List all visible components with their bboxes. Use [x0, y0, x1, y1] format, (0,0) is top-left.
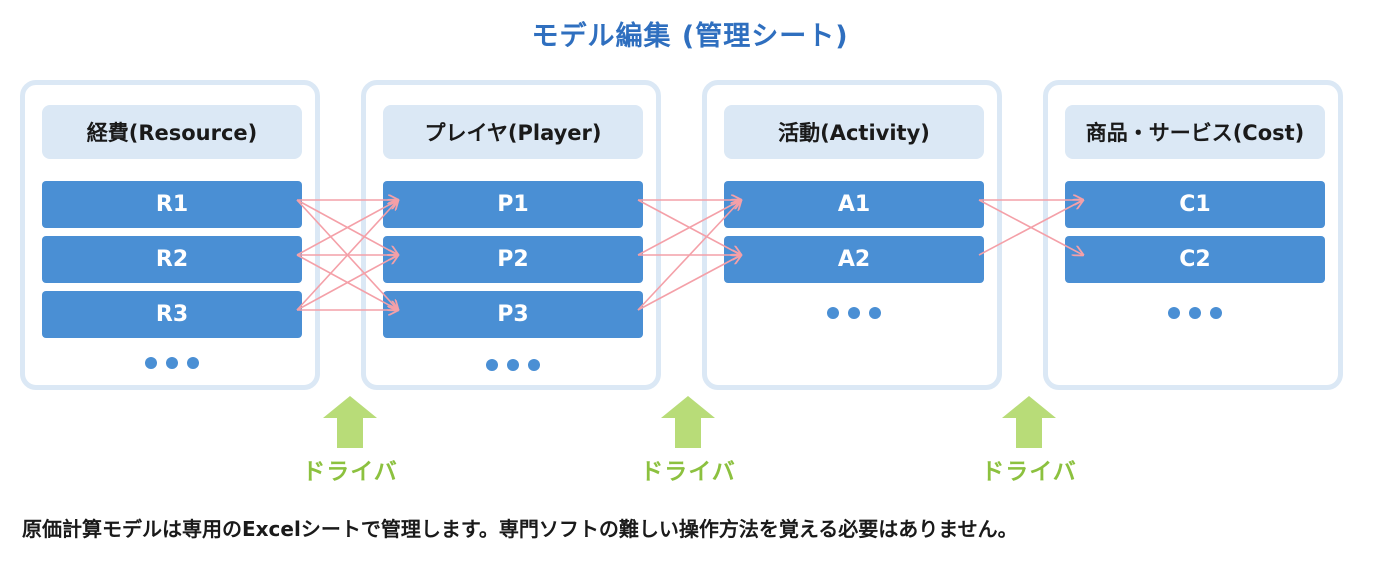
resource-item-r1[interactable]: R1 [42, 181, 302, 228]
activity-more-dots [724, 307, 984, 321]
up-arrow-icon [1002, 396, 1056, 448]
player-header: プレイヤ(Player) [383, 105, 643, 159]
resource-item-r3[interactable]: R3 [42, 291, 302, 338]
player-item-p2[interactable]: P2 [383, 236, 643, 283]
diagram-title: モデル編集 (管理シート) [531, 21, 849, 52]
player-item-p1[interactable]: P1 [383, 181, 643, 228]
up-arrow-icon [661, 396, 715, 448]
cost-panel: 商品・サービス(Cost) C1 C2 [1043, 80, 1343, 390]
activity-item-a1[interactable]: A1 [724, 181, 984, 228]
player-item-p3[interactable]: P3 [383, 291, 643, 338]
cost-item-c2[interactable]: C2 [1065, 236, 1325, 283]
driver-2: ドライバ [628, 396, 748, 486]
resource-item-r2[interactable]: R2 [42, 236, 302, 283]
driver-1: ドライバ [290, 396, 410, 486]
up-arrow-icon [323, 396, 377, 448]
resource-more-dots [42, 357, 302, 371]
cost-item-c1[interactable]: C1 [1065, 181, 1325, 228]
cost-header: 商品・サービス(Cost) [1065, 105, 1325, 159]
activity-panel: 活動(Activity) A1 A2 [702, 80, 1002, 390]
driver-label: ドライバ [981, 459, 1077, 485]
resource-panel: 経費(Resource) R1 R2 R3 [20, 80, 320, 390]
driver-label: ドライバ [640, 459, 736, 485]
driver-3: ドライバ [969, 396, 1089, 486]
player-panel: プレイヤ(Player) P1 P2 P3 [361, 80, 661, 390]
activity-item-a2[interactable]: A2 [724, 236, 984, 283]
player-more-dots [383, 359, 643, 373]
footer-caption: 原価計算モデルは専用のExcelシートで管理します。専門ソフトの難しい操作方法を… [22, 517, 1018, 541]
activity-header: 活動(Activity) [724, 105, 984, 159]
driver-label: ドライバ [302, 459, 398, 485]
resource-header: 経費(Resource) [42, 105, 302, 159]
cost-more-dots [1065, 307, 1325, 321]
